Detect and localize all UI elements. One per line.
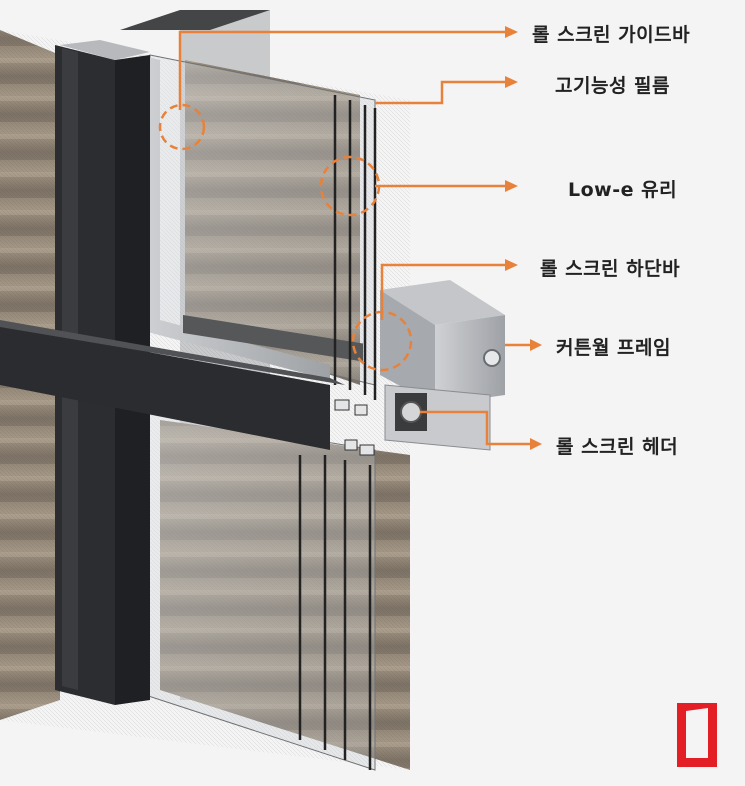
callout-guide-bar <box>158 103 206 151</box>
curtain-wall-frame-top <box>380 280 505 325</box>
horizontal-transom-top <box>0 320 345 385</box>
inner-frame-upper <box>140 55 330 380</box>
label-curtain-wall-frame: 커튼월 프레임 <box>556 337 671 359</box>
header-roller <box>400 401 422 423</box>
frame-screw-hole <box>483 349 501 367</box>
horizontal-transom <box>0 325 330 450</box>
curtain-wall-frame-front <box>380 290 435 405</box>
leader-arrowheads <box>505 26 542 450</box>
back-panel-top <box>120 10 270 30</box>
curtain-wall-frame-side <box>435 315 505 405</box>
bottom-bar-inner <box>183 314 363 362</box>
red-frame-logo <box>677 703 717 767</box>
label-low-e-glass: Low-e 유리 <box>568 179 678 201</box>
glass-edges <box>298 95 377 770</box>
leader-lines <box>178 30 530 446</box>
label-guide-bar: 롤 스크린 가이드바 <box>532 24 691 46</box>
mullion-cap <box>60 40 150 60</box>
profile-slots <box>334 399 375 456</box>
label-bottom-bar: 롤 스크린 하단바 <box>540 258 681 280</box>
label-header: 롤 스크린 헤더 <box>556 436 679 458</box>
label-film: 고기능성 필름 <box>555 75 670 97</box>
